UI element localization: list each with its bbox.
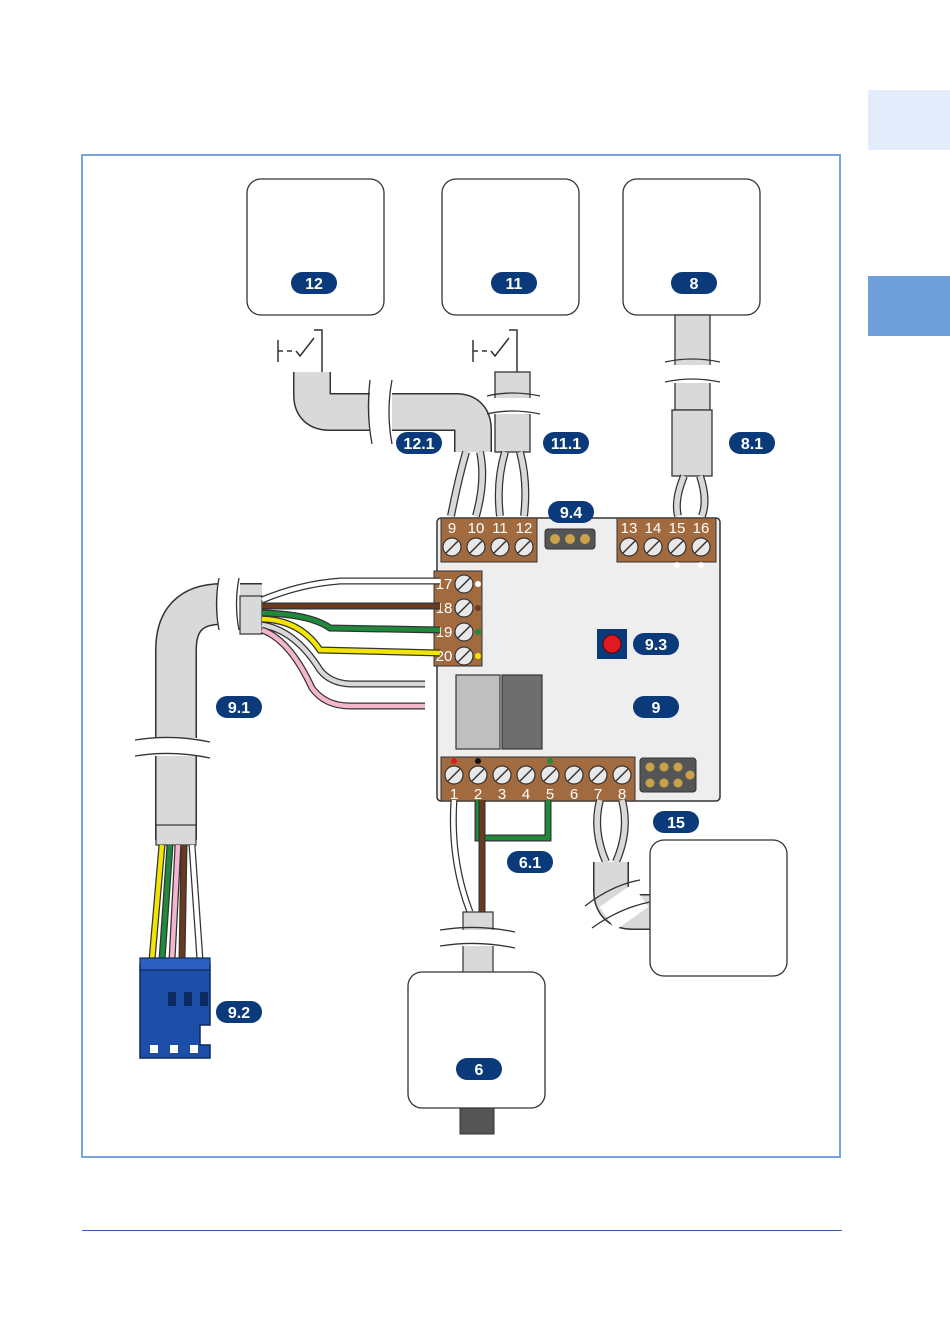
label-pill-6-1: 6.1	[507, 851, 553, 873]
svg-text:12: 12	[305, 276, 323, 293]
label-pill-15: 15	[653, 811, 699, 833]
label-pill-9-1: 9.1	[216, 696, 262, 718]
svg-text:9: 9	[652, 700, 661, 717]
relay-right	[502, 675, 542, 749]
svg-text:9.1: 9.1	[228, 700, 250, 717]
svg-text:6.1: 6.1	[519, 855, 541, 872]
terminal-label: 10	[468, 520, 485, 537]
svg-text:11.1: 11.1	[551, 436, 581, 453]
push-button-switch-icon	[473, 330, 517, 372]
label-pill-11-1: 11.1	[543, 432, 589, 454]
component-box-6	[408, 972, 545, 1108]
svg-text:6: 6	[475, 1062, 484, 1079]
cable-8-1	[672, 410, 712, 476]
connector-plug-icon	[140, 958, 210, 1058]
relay-left	[456, 675, 500, 749]
svg-text:9.4: 9.4	[560, 505, 582, 522]
terminal-label: 13	[621, 520, 638, 537]
label-pill-9-4: 9.4	[548, 501, 594, 523]
svg-text:9.3: 9.3	[645, 637, 667, 654]
component-box-11	[442, 179, 579, 315]
footer-rule	[82, 1230, 842, 1231]
component-box-8	[623, 179, 760, 315]
svg-text:8.1: 8.1	[741, 436, 763, 453]
svg-text:11: 11	[506, 276, 523, 293]
label-pill-9-2: 9.2	[216, 1001, 262, 1023]
terminal-label: 12	[516, 520, 533, 537]
label-pill-6: 6	[456, 1058, 502, 1080]
component-box-12	[247, 179, 384, 315]
component-box-15	[650, 840, 787, 976]
terminal-label: 14	[645, 520, 662, 537]
terminal-label: 16	[693, 520, 710, 537]
terminal-label: 3	[498, 786, 506, 803]
svg-text:12.1: 12.1	[403, 436, 434, 453]
connector-header-15	[640, 758, 696, 792]
svg-text:15: 15	[667, 815, 685, 832]
push-button-switch-icon	[278, 330, 322, 372]
label-pill-12: 12	[291, 272, 337, 294]
terminal-label: 9	[448, 520, 456, 537]
svg-text:8: 8	[690, 276, 699, 293]
motor-shaft	[460, 1108, 494, 1134]
terminal-label: 15	[669, 520, 686, 537]
label-pill-9-3: 9.3	[633, 633, 679, 655]
label-pill-8: 8	[671, 272, 717, 294]
label-pill-11: 11	[491, 272, 537, 294]
cable-8	[675, 315, 710, 410]
terminal-label: 6	[570, 786, 578, 803]
wire-6-1	[478, 800, 548, 838]
terminal-label: 4	[522, 786, 530, 803]
svg-text:9.2: 9.2	[228, 1005, 250, 1022]
jumper-header-9-4	[545, 529, 595, 549]
reset-button-icon	[597, 629, 627, 659]
label-pill-9: 9	[633, 696, 679, 718]
label-pill-8-1: 8.1	[729, 432, 775, 454]
label-pill-12-1: 12.1	[396, 432, 442, 454]
terminal-label: 11	[492, 520, 508, 537]
